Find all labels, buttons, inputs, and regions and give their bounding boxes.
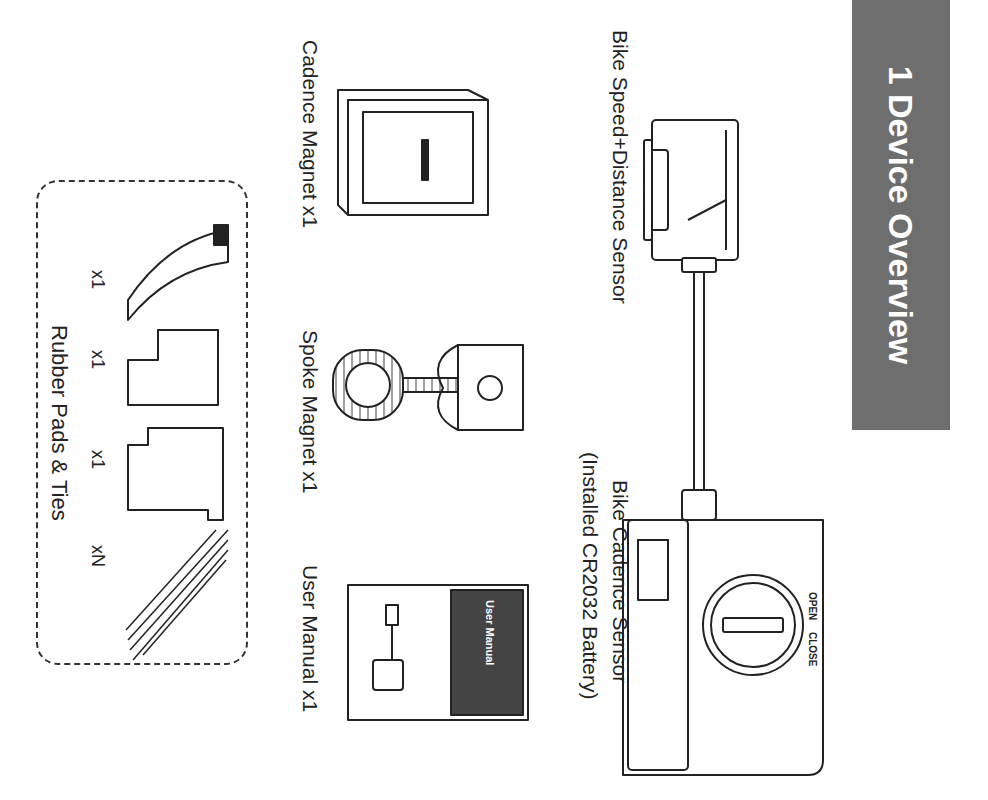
title-band: 1 Device Overview (852, 0, 950, 430)
title-text: 1 Device Overview (882, 66, 921, 365)
rubber-pad-block (128, 330, 218, 405)
spoke-magnet-knob (333, 350, 403, 420)
rubber-pad-flat (128, 428, 223, 520)
cover-marking: CLOSE (807, 632, 819, 666)
user-manual-booklet (348, 585, 528, 720)
dashed-group-box: Rubber Pads & Ties (36, 180, 248, 665)
part-label: Cadence Magnet x1 (298, 40, 322, 228)
part-label: Bike Cadence Sensor (608, 480, 632, 683)
group-caption: Rubber Pads & Ties (46, 325, 72, 521)
manual-cover-text: User Manual (483, 600, 496, 665)
battery-cover (703, 575, 803, 675)
part-note: (Installed CR2032 Battery) (578, 452, 602, 699)
part-label: User Manual x1 (298, 565, 322, 712)
part-label: Bike Speed+Distance Sensor (608, 30, 632, 304)
cadence-sensor-body (623, 520, 823, 775)
part-label: Spoke Magnet x1 (298, 330, 322, 493)
quantity-label: x1 (87, 350, 108, 369)
cable-ties (126, 530, 228, 660)
sensor-cable (694, 272, 704, 495)
quantity-label: xN (87, 545, 108, 567)
cover-marking: OPEN (807, 592, 819, 620)
spoke-magnet-clip (458, 345, 523, 430)
cadence-magnet (348, 100, 488, 215)
quantity-label: x1 (87, 450, 108, 469)
quantity-label: x1 (87, 270, 108, 289)
